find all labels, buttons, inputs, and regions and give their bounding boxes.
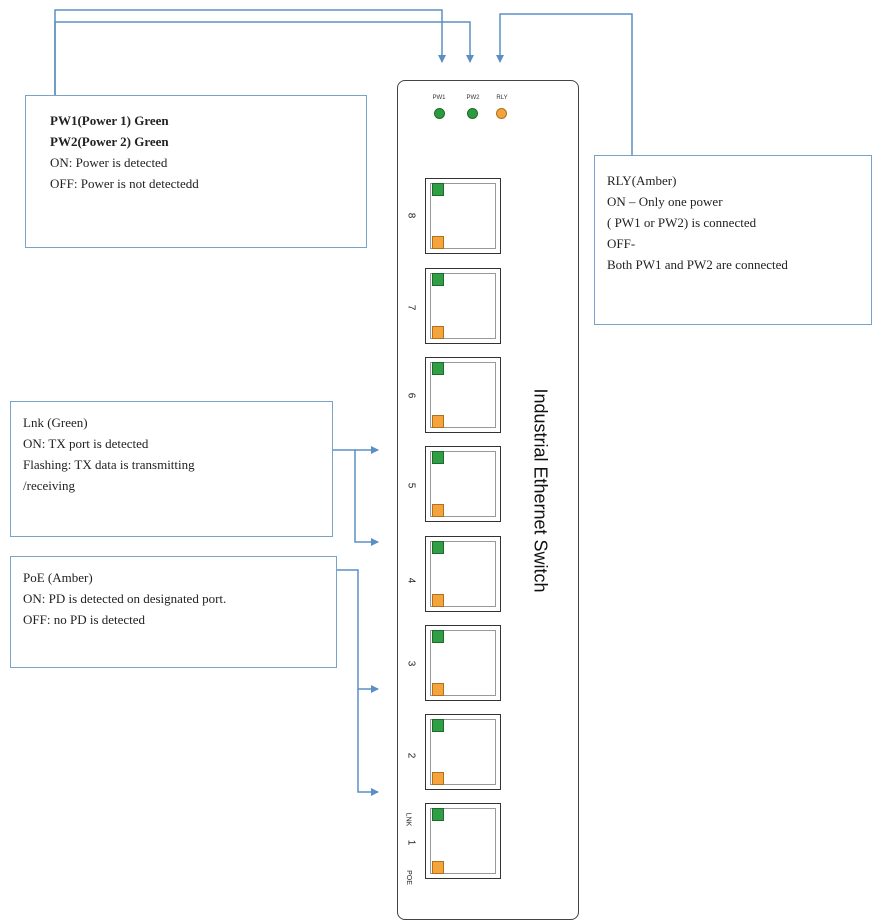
power-led-callout: PW1(Power 1) Green PW2(Power 2) Green ON… [25,95,367,248]
port-5 [425,446,501,522]
lnk-led-callout: Lnk (Green) ON: TX port is detected Flas… [10,401,333,537]
callout-text: PW1(Power 1) Green [50,113,169,128]
port-number: 2 [405,752,417,759]
rly-label: RLY [496,95,508,101]
port-number: 7 [405,304,417,311]
port-number: 8 [405,212,417,219]
port-number: 4 [405,577,417,584]
port-1 [425,803,501,879]
rly-led-callout: RLY(Amber) ON – Only one power ( PW1 or … [594,155,872,325]
callout-text: OFF- [607,236,636,251]
callout-text: /receiving [23,478,75,493]
pw1-led-icon [434,108,445,119]
poe-led-icon [432,415,444,428]
poe-led-icon [432,594,444,607]
port-number: 6 [405,392,417,399]
port-number: 1 [405,839,417,846]
callout-text: PW2(Power 2) Green [50,134,169,149]
callout-text: Both PW1 and PW2 are connected [607,257,788,272]
leader-pw2 [54,21,474,95]
lnk-led-icon [432,362,444,375]
poe-led-callout: PoE (Amber) ON: PD is detected on design… [10,556,337,668]
lnk-led-icon [432,451,444,464]
callout-text: ( PW1 or PW2) is connected [607,215,757,230]
port-3 [425,625,501,701]
port-6 [425,357,501,433]
callout-text: ON: TX port is detected [23,436,149,451]
lnk-led-icon [432,183,444,196]
lnk-port-label: LNK [404,812,412,827]
poe-led-icon [432,772,444,785]
callout-text: Flashing: TX data is transmitting [23,457,195,472]
pw2-led-icon [467,108,478,119]
callout-text: OFF: no PD is detected [23,612,146,627]
leader-lnk-b [354,450,379,546]
lnk-led-icon [432,273,444,286]
leader-poe-a [337,569,379,693]
port-number: 5 [405,482,417,489]
callout-text: ON – Only one power [607,194,723,209]
leader-rly [496,13,633,155]
poe-led-icon [432,236,444,249]
rly-led-icon [496,108,507,119]
lnk-led-icon [432,630,444,643]
poe-port-label: POE [404,870,412,885]
callout-text: RLY(Amber) [607,173,677,188]
port-8 [425,178,501,254]
poe-led-icon [432,861,444,874]
poe-led-icon [432,326,444,339]
callout-text: OFF: Power is not detectedd [50,176,199,191]
callout-text: ON: Power is detected [50,155,168,170]
lnk-led-icon [432,808,444,821]
port-7 [425,268,501,344]
port-2 [425,714,501,790]
switch-title: Industrial Ethernet Switch [530,388,551,593]
pw1-label: PW1 [432,95,446,101]
callout-text: PoE (Amber) [23,570,93,585]
poe-led-icon [432,504,444,517]
callout-text: ON: PD is detected on designated port. [23,591,227,606]
callout-text: Lnk (Green) [23,415,88,430]
poe-led-icon [432,683,444,696]
pw2-label: PW2 [466,95,480,101]
port-number: 3 [405,660,417,667]
lnk-led-icon [432,541,444,554]
leader-poe-b [357,689,379,796]
lnk-led-icon [432,719,444,732]
port-4 [425,536,501,612]
